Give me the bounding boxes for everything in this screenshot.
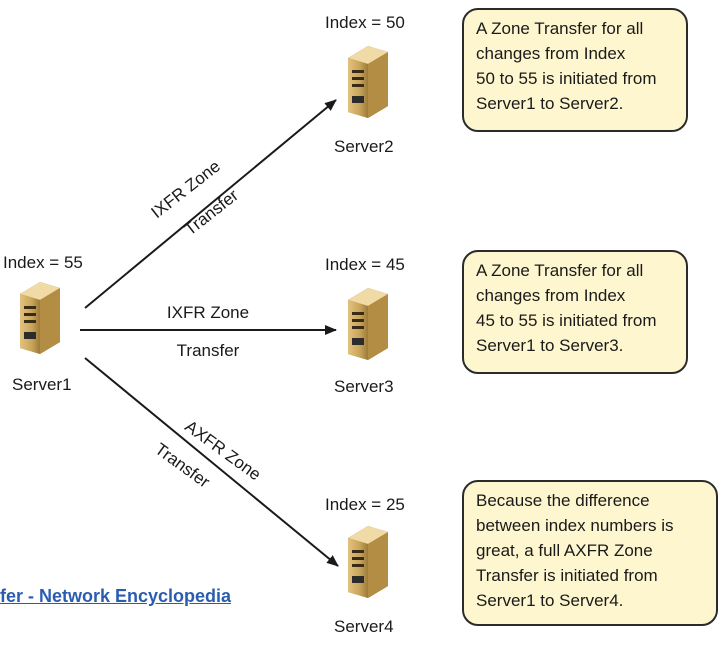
note-server2-line: Server1 to Server2.: [476, 94, 624, 113]
server4-icon: [348, 526, 388, 598]
note-server2-line: 50 to 55 is initiated from: [476, 69, 657, 88]
note-server4-line: Transfer is initiated from: [476, 566, 658, 585]
server3-name-label: Server3: [334, 377, 394, 396]
server4-index-label: Index = 25: [325, 495, 405, 514]
network-encyclopedia-link[interactable]: fer - Network Encyclopedia: [0, 586, 232, 606]
note-server4-line: between index numbers is: [476, 516, 674, 535]
server1-index-label: Index = 55: [3, 253, 83, 272]
note-server4: Because the difference between index num…: [462, 480, 718, 626]
note-server4-line: great, a full AXFR Zone: [476, 541, 653, 560]
transfer-label-server3-line2: Transfer: [177, 341, 240, 360]
transfer-label-server3-line1: IXFR Zone: [167, 303, 249, 322]
note-server3: A Zone Transfer for all changes from Ind…: [462, 250, 688, 374]
server2-icon: [348, 46, 388, 118]
transfer-label-server2: IXFR Zone Transfer: [147, 157, 242, 240]
note-server4-line: Server1 to Server4.: [476, 591, 624, 610]
server4-name-label: Server4: [334, 617, 394, 636]
arrow-server1-to-server4: [84, 357, 339, 567]
server1-icon: [20, 282, 60, 354]
note-server2-line: A Zone Transfer for all: [476, 19, 644, 38]
note-server4-line: Because the difference: [476, 491, 650, 510]
arrow-server1-to-server2: [84, 99, 337, 309]
note-server3-line: A Zone Transfer for all: [476, 261, 644, 280]
note-server2-line: changes from Index: [476, 44, 626, 63]
note-server3-line: changes from Index: [476, 286, 626, 305]
note-server3-line: Server1 to Server3.: [476, 336, 624, 355]
server3-icon: [348, 288, 388, 360]
note-server2: A Zone Transfer for all changes from Ind…: [462, 8, 688, 132]
server2-name-label: Server2: [334, 137, 394, 156]
note-server3-line: 45 to 55 is initiated from: [476, 311, 657, 330]
server2-index-label: Index = 50: [325, 13, 405, 32]
server3-index-label: Index = 45: [325, 255, 405, 274]
server1-name-label: Server1: [12, 375, 72, 394]
